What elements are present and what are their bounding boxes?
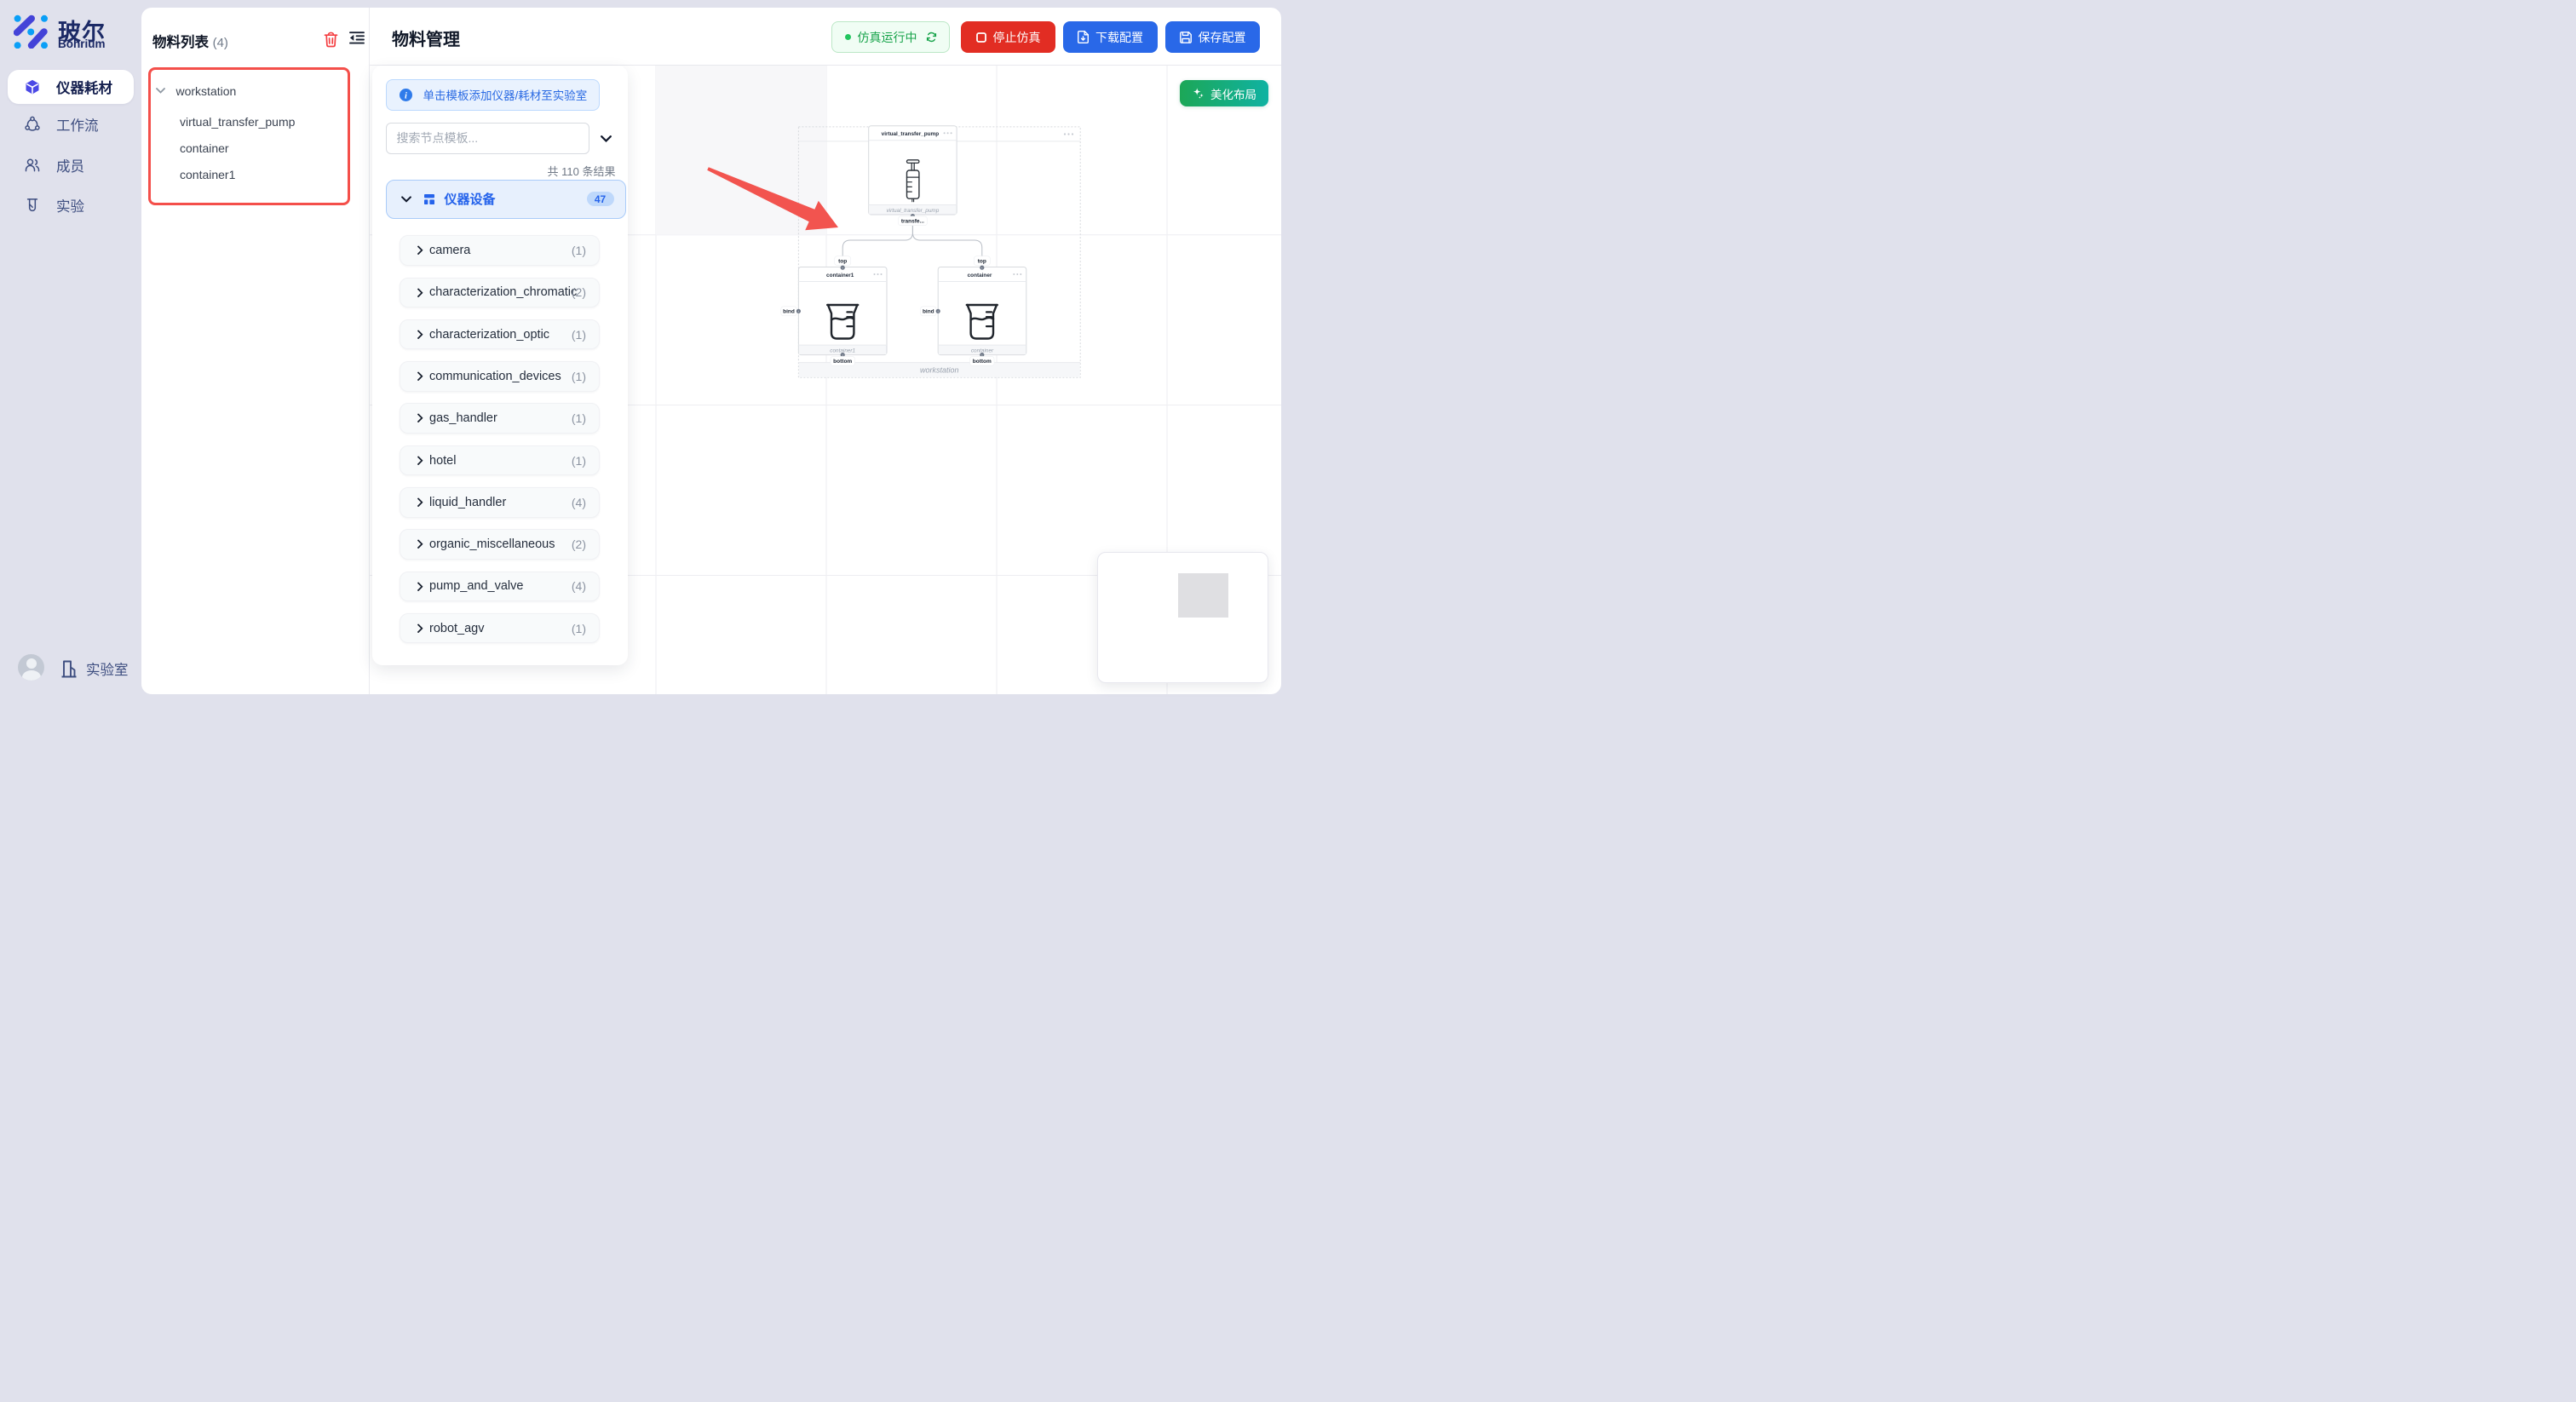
svg-text:‹: ‹ bbox=[937, 309, 939, 313]
svg-text:container: container bbox=[971, 348, 994, 353]
svg-text:virtual_transfer_pump: virtual_transfer_pump bbox=[886, 208, 939, 214]
svg-text:transfe...: transfe... bbox=[901, 219, 924, 225]
svg-text:‹: ‹ bbox=[842, 266, 843, 270]
svg-text:workstation: workstation bbox=[920, 366, 959, 375]
svg-text:‹: ‹ bbox=[981, 266, 983, 270]
svg-text:top: top bbox=[978, 258, 986, 264]
svg-text:i: i bbox=[405, 91, 407, 101]
svg-text:‹: ‹ bbox=[798, 309, 800, 313]
svg-text:bottom: bottom bbox=[973, 359, 992, 365]
svg-text:virtual_transfer_pump: virtual_transfer_pump bbox=[882, 131, 940, 137]
svg-text:container1: container1 bbox=[830, 348, 855, 353]
svg-text:container: container bbox=[968, 273, 992, 279]
svg-text:›: › bbox=[981, 353, 983, 357]
svg-text:top: top bbox=[838, 258, 847, 264]
svg-text:›: › bbox=[842, 353, 843, 357]
svg-text:bottom: bottom bbox=[833, 359, 852, 365]
svg-text:bind: bind bbox=[783, 309, 795, 315]
svg-text:container1: container1 bbox=[826, 273, 854, 279]
svg-text:bind: bind bbox=[923, 309, 934, 315]
